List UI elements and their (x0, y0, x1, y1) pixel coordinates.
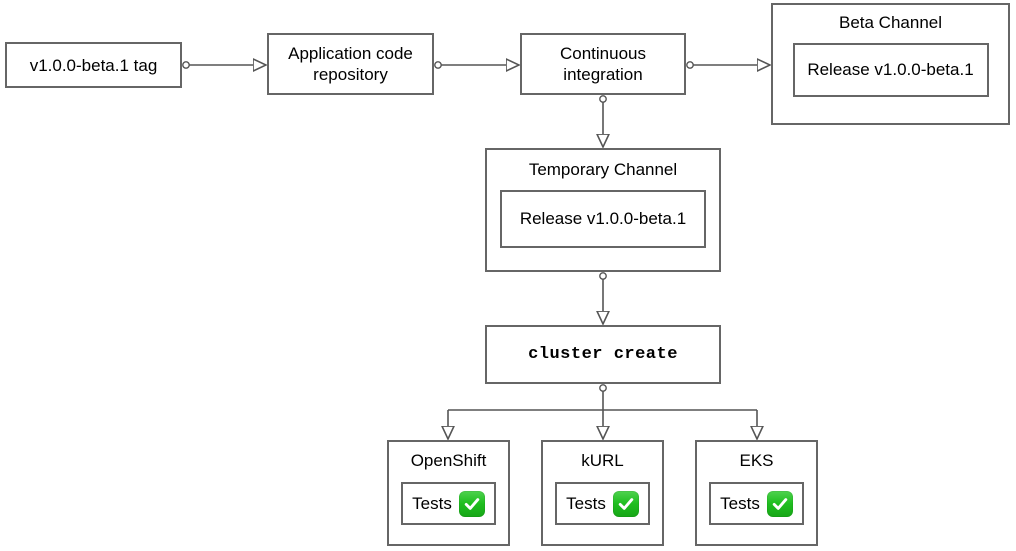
node-version-tag-label: v1.0.0-beta.1 tag (29, 55, 158, 75)
group-platform-openshift[interactable]: OpenShift Tests (387, 440, 510, 546)
platform-kurl-tests-box[interactable]: Tests (555, 482, 650, 525)
node-cluster-create[interactable]: cluster create (485, 325, 721, 384)
node-version-tag[interactable]: v1.0.0-beta.1 tag (5, 42, 182, 88)
group-beta-channel[interactable]: Beta Channel Release v1.0.0-beta.1 (771, 3, 1010, 125)
beta-channel-release-box[interactable]: Release v1.0.0-beta.1 (792, 43, 989, 97)
temporary-channel-release-label: Release v1.0.0-beta.1 (519, 209, 687, 228)
platform-openshift-tests-label: Tests (412, 493, 452, 513)
platform-kurl-tests-label: Tests (566, 493, 606, 513)
platform-kurl-title: kURL (581, 451, 624, 470)
green-check-icon (612, 490, 639, 517)
node-cluster-create-label: cluster create (528, 345, 678, 364)
group-temporary-channel[interactable]: Temporary Channel Release v1.0.0-beta.1 (485, 148, 721, 272)
group-platform-kurl[interactable]: kURL Tests (541, 440, 664, 546)
group-beta-channel-title: Beta Channel (838, 13, 943, 32)
green-check-icon (766, 490, 793, 517)
platform-openshift-title: OpenShift (410, 451, 487, 470)
green-check-icon (458, 490, 485, 517)
node-application-code-repository-label: Application code repository (288, 44, 413, 84)
node-application-code-repository[interactable]: Application code repository (267, 33, 434, 95)
platform-openshift-tests-box[interactable]: Tests (401, 482, 496, 525)
node-continuous-integration-label: Continuous integration (559, 44, 646, 84)
node-continuous-integration[interactable]: Continuous integration (520, 33, 686, 95)
platform-eks-tests-label: Tests (720, 493, 760, 513)
beta-channel-release-label: Release v1.0.0-beta.1 (807, 60, 974, 79)
platform-eks-title: EKS (739, 451, 774, 470)
temporary-channel-release-box[interactable]: Release v1.0.0-beta.1 (500, 190, 706, 248)
group-temporary-channel-title: Temporary Channel (528, 160, 678, 179)
platform-eks-tests-box[interactable]: Tests (709, 482, 804, 525)
group-platform-eks[interactable]: EKS Tests (695, 440, 818, 546)
